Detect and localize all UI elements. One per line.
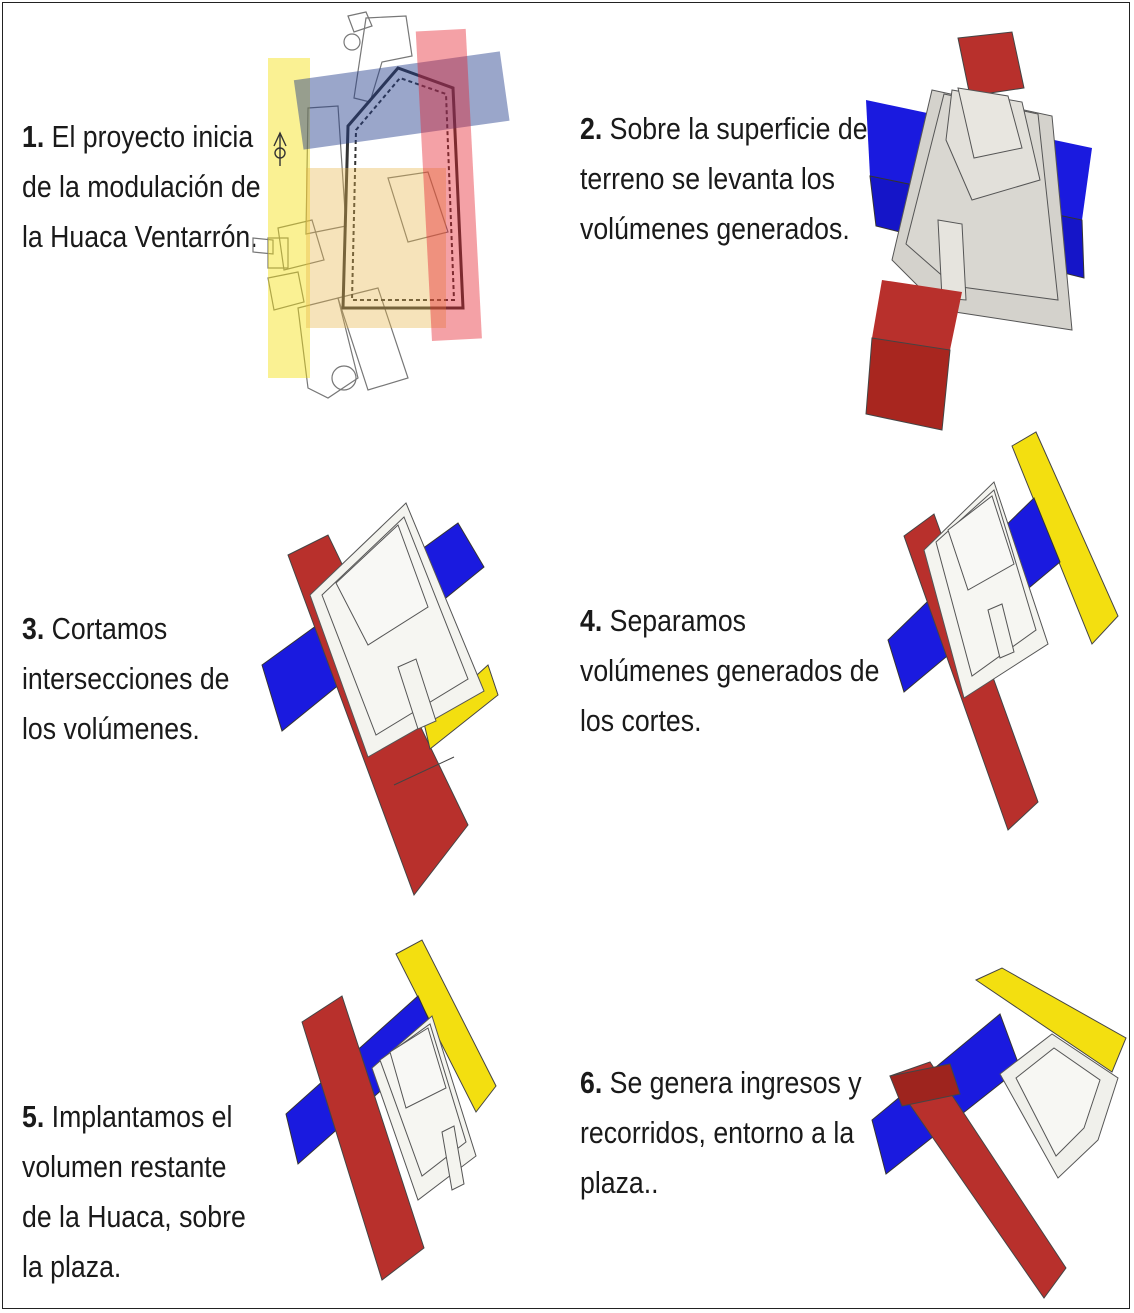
yellow-volume — [974, 967, 1127, 1073]
step-5-implanted-volume-figure — [285, 939, 497, 1281]
step-5-line-3: de la Huaca, sobre — [22, 1199, 246, 1234]
step-3-text: 3. Cortamos intersecciones de los volúme… — [22, 604, 246, 754]
step-4-number: 4. — [580, 603, 603, 638]
red-volume-bottom-side — [865, 337, 951, 431]
step-4-line-2: volúmenes generados de — [580, 653, 880, 688]
step-2-line-3: volúmenes generados. — [580, 211, 850, 246]
white-ramp — [397, 658, 437, 730]
step-3-cut-volumes-figure — [261, 502, 499, 897]
white-volume-tier-3 — [947, 495, 1015, 591]
red-volume — [301, 995, 425, 1281]
step-6-line-2: recorridos, entorno a la — [580, 1115, 855, 1150]
step-6-text: 6. Se genera ingresos y recorridos, ento… — [580, 1058, 862, 1208]
north-arrow-icon — [273, 131, 287, 166]
step-5-line-2: volumen restante — [22, 1149, 227, 1184]
step-4-separated-volumes-figure — [887, 431, 1119, 831]
step-5-line-4: la plaza. — [22, 1249, 122, 1284]
step-3-line-1: 3. Cortamos — [22, 611, 168, 646]
red-overlay — [415, 28, 482, 342]
yellow-overlay — [268, 58, 310, 378]
step-6-line-3: plaza.. — [580, 1165, 659, 1200]
step-6-plaza-figure — [871, 967, 1127, 1299]
site-plan-wall-outline — [341, 66, 465, 310]
red-volume-top — [957, 31, 1025, 97]
step-1-number: 1. — [22, 119, 45, 154]
grey-ramp — [937, 219, 967, 301]
step-3-number: 3. — [22, 611, 45, 646]
red-volume — [889, 1061, 1067, 1299]
step-3-line-2: intersecciones de — [22, 661, 230, 696]
grey-volume-tier-4 — [957, 87, 1023, 159]
yellow-volume — [1011, 431, 1119, 645]
white-volume-tier-3 — [389, 1027, 447, 1109]
white-plaza-inner — [1015, 1047, 1101, 1157]
step-2-line-1: 2. Sobre la superficie del — [580, 111, 874, 146]
step-2-line-2: terreno se levanta los — [580, 161, 835, 196]
step-5-line-1: 5. Implantamos el — [22, 1099, 233, 1134]
red-volume-bottom-top — [872, 280, 962, 350]
step-1-site-plan-figure — [252, 11, 510, 399]
step-6-line-1: 6. Se genera ingresos y — [580, 1065, 862, 1100]
step-1-line-3: la Huaca Ventarrón. — [22, 219, 258, 254]
step-4-line-1: 4. Separamos — [580, 603, 746, 638]
step-1-line-2: de la modulación de — [22, 169, 261, 204]
step-3-line-3: los volúmenes. — [22, 711, 200, 746]
yellow-volume — [395, 939, 497, 1113]
step-5-text: 5. Implantamos el volumen restante de la… — [22, 1092, 246, 1292]
red-volume-side — [889, 1063, 961, 1107]
step-1-text: 1. El proyecto inicia de la modulación d… — [22, 112, 261, 262]
orange-overlay — [306, 168, 446, 328]
step-4-text: 4. Separamos volúmenes generados de los … — [580, 596, 880, 746]
step-5-number: 5. — [22, 1099, 45, 1134]
step-2-text: 2. Sobre la superficie del terreno se le… — [580, 104, 874, 254]
step-2-volumes-figure — [865, 31, 1092, 431]
step-4-line-3: los cortes. — [580, 703, 702, 738]
white-volume-tier-3 — [335, 524, 429, 646]
blue-overlay — [293, 51, 510, 150]
step-6-number: 6. — [580, 1065, 603, 1100]
white-ramp — [987, 603, 1015, 659]
site-plan-linework — [252, 11, 449, 399]
white-ramp — [441, 1125, 465, 1191]
step-2-number: 2. — [580, 111, 603, 146]
step-1-line-1: 1. El proyecto inicia — [22, 119, 254, 154]
